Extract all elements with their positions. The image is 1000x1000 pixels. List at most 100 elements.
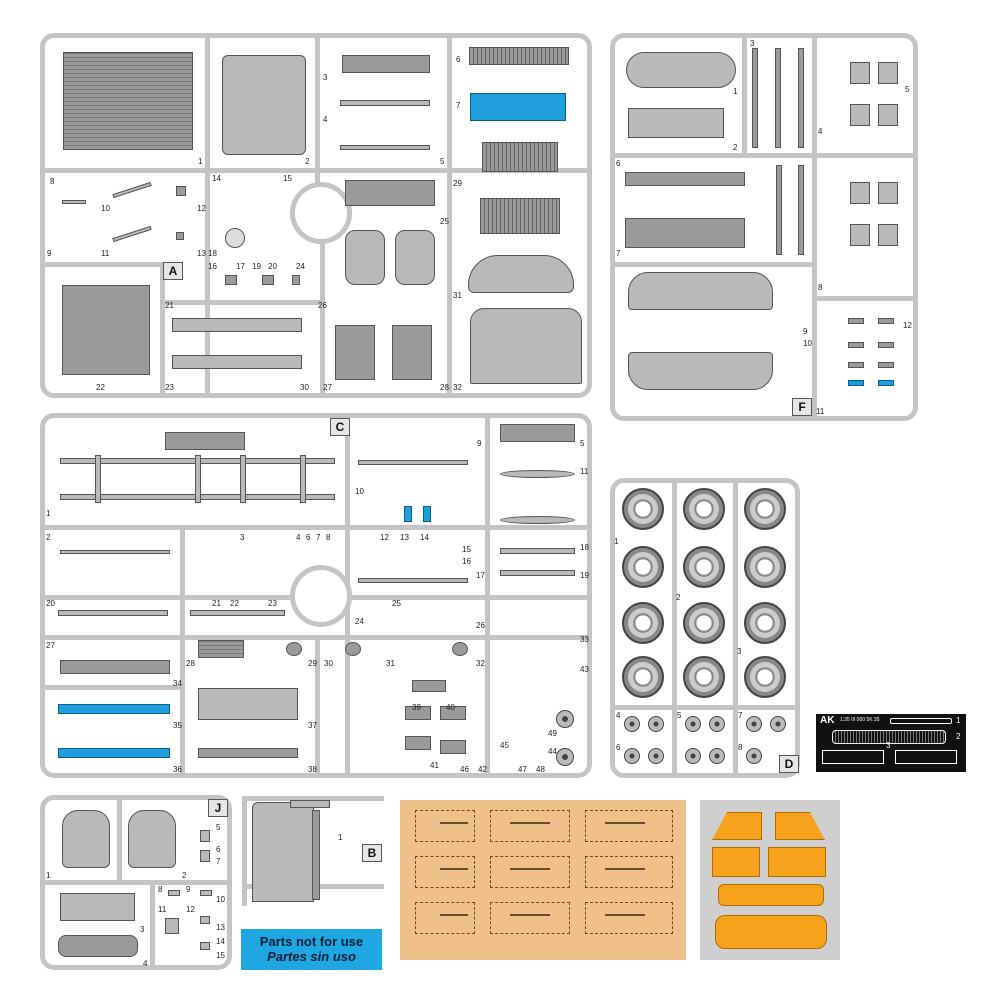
sprue-f-small-part xyxy=(878,318,894,324)
sprue-c-number: 40 xyxy=(446,703,455,712)
photoetch-number: 2 xyxy=(956,732,961,741)
sprue-d-tire xyxy=(622,602,664,644)
sprue-f-rod xyxy=(798,48,804,148)
sprue-f-number: 4 xyxy=(818,127,823,136)
sprue-c-number: 11 xyxy=(580,467,589,476)
sprue-j-door-window xyxy=(62,810,110,868)
sprue-a-fender xyxy=(468,255,574,293)
sprue-c-number: 48 xyxy=(536,765,545,774)
sprue-c-rear-bar xyxy=(198,748,298,758)
sprue-c-number: 13 xyxy=(400,533,409,542)
sprue-c-number: 30 xyxy=(324,659,333,668)
sprue-f-small-part xyxy=(878,342,894,348)
sprue-b-rail xyxy=(242,796,384,801)
sprue-c-bumper xyxy=(60,660,170,674)
sprue-f-tailgate xyxy=(628,108,724,138)
sprue-a-small-part xyxy=(176,232,184,240)
sprue-d-hub xyxy=(709,748,725,764)
sprue-c-number: 36 xyxy=(173,765,182,774)
decal-marking xyxy=(440,822,468,824)
sprue-d-hub xyxy=(648,748,664,764)
sprue-a-number: 8 xyxy=(50,177,55,186)
sprue-a-number: 28 xyxy=(440,383,449,392)
sprue-a-number: 1 xyxy=(198,157,203,166)
sprue-j-number: 8 xyxy=(158,885,163,894)
sprue-c-number: 24 xyxy=(355,617,364,626)
sprue-c-number: 1 xyxy=(46,509,51,518)
decal-marking xyxy=(605,868,645,870)
sprue-d-hub xyxy=(770,716,786,732)
decal-stencil xyxy=(490,902,570,934)
sprue-c-block xyxy=(405,706,431,720)
sprue-a-number: 5 xyxy=(440,157,445,166)
sprue-a-number: 18 xyxy=(208,249,217,258)
sprue-d-tire xyxy=(683,488,725,530)
decal-marking xyxy=(510,914,550,916)
sprue-a-rail xyxy=(43,262,163,267)
sprue-f-number: 6 xyxy=(616,159,621,168)
sprue-c-number: 37 xyxy=(308,721,317,730)
decal-marking xyxy=(440,868,468,870)
sprue-a-dashboard xyxy=(342,55,430,73)
sprue-c-number: 16 xyxy=(462,557,471,566)
decal-stencil xyxy=(415,810,475,842)
sprue-j-number: 14 xyxy=(216,937,225,946)
sprue-f-rail xyxy=(613,153,915,158)
sprue-j-number: 2 xyxy=(182,871,187,880)
sprue-f-bed-side xyxy=(628,272,773,310)
sprue-f-stake xyxy=(878,104,898,126)
decal-stencil xyxy=(415,856,475,888)
decal-stencil xyxy=(585,902,673,934)
sprue-c-number: 23 xyxy=(268,599,277,608)
sprue-c-number: 17 xyxy=(476,571,485,580)
sprue-f-number: 1 xyxy=(733,87,738,96)
sprue-c-exhaust xyxy=(358,578,468,583)
sprue-d-tire xyxy=(744,488,786,530)
sprue-j-number: 7 xyxy=(216,857,221,866)
sprue-a-number: 22 xyxy=(96,383,105,392)
sprue-f-bed-side xyxy=(628,352,773,390)
sprue-a-number: 24 xyxy=(296,262,305,271)
sprue-c-axle xyxy=(190,610,285,616)
sprue-c-crossmember xyxy=(300,455,306,503)
sprue-a-number: 11 xyxy=(101,249,110,258)
sprue-b-rail xyxy=(242,796,247,906)
sprue-a-rail-part xyxy=(172,355,302,369)
sprue-a-number: 13 xyxy=(197,249,206,258)
sprue-c-number: 8 xyxy=(326,533,331,542)
sprue-f-number: 9 xyxy=(803,327,808,336)
sprue-a-number: 12 xyxy=(197,204,206,213)
sprue-a-small-part xyxy=(292,275,300,285)
sprue-b-number: 1 xyxy=(338,833,343,842)
sprue-j-number: 4 xyxy=(143,959,148,968)
sprue-a-number: 9 xyxy=(47,249,52,258)
sprue-d-rail xyxy=(613,705,797,710)
sprue-b-cab-pillar xyxy=(312,810,320,900)
sprue-f-rail-long xyxy=(625,218,745,248)
sprue-j-windshield xyxy=(60,893,135,921)
sprue-c-number: 45 xyxy=(500,741,509,750)
sprue-d-letter: D xyxy=(779,755,799,773)
sprue-a-small-part xyxy=(262,275,274,285)
sprue-a-bed-floor xyxy=(63,52,193,150)
sprue-a-rail xyxy=(43,168,590,173)
sprue-c-gate-ring xyxy=(290,565,352,627)
sprue-c-bumper-unused xyxy=(58,704,170,714)
sprue-j-lens xyxy=(200,942,210,950)
decal-stencil xyxy=(490,856,570,888)
sprue-f-stake xyxy=(850,104,870,126)
sprue-a-number: 14 xyxy=(212,174,221,183)
decal-stencil xyxy=(585,810,673,842)
sprue-f-stake xyxy=(850,182,870,204)
sprue-a-seat-frame xyxy=(345,180,435,206)
sprue-f-unused-part xyxy=(848,380,864,386)
sprue-c-differential xyxy=(345,642,361,656)
sprue-c-rail xyxy=(43,635,590,640)
sprue-d-hub xyxy=(746,748,762,764)
sprue-c-crossmember xyxy=(195,455,201,503)
sprue-a-rail xyxy=(447,36,452,396)
sprue-j-number: 9 xyxy=(186,885,191,894)
sprue-j-door-window xyxy=(128,810,176,868)
sprue-c-number: 33 xyxy=(580,635,589,644)
sprue-a-number: 26 xyxy=(318,301,327,310)
